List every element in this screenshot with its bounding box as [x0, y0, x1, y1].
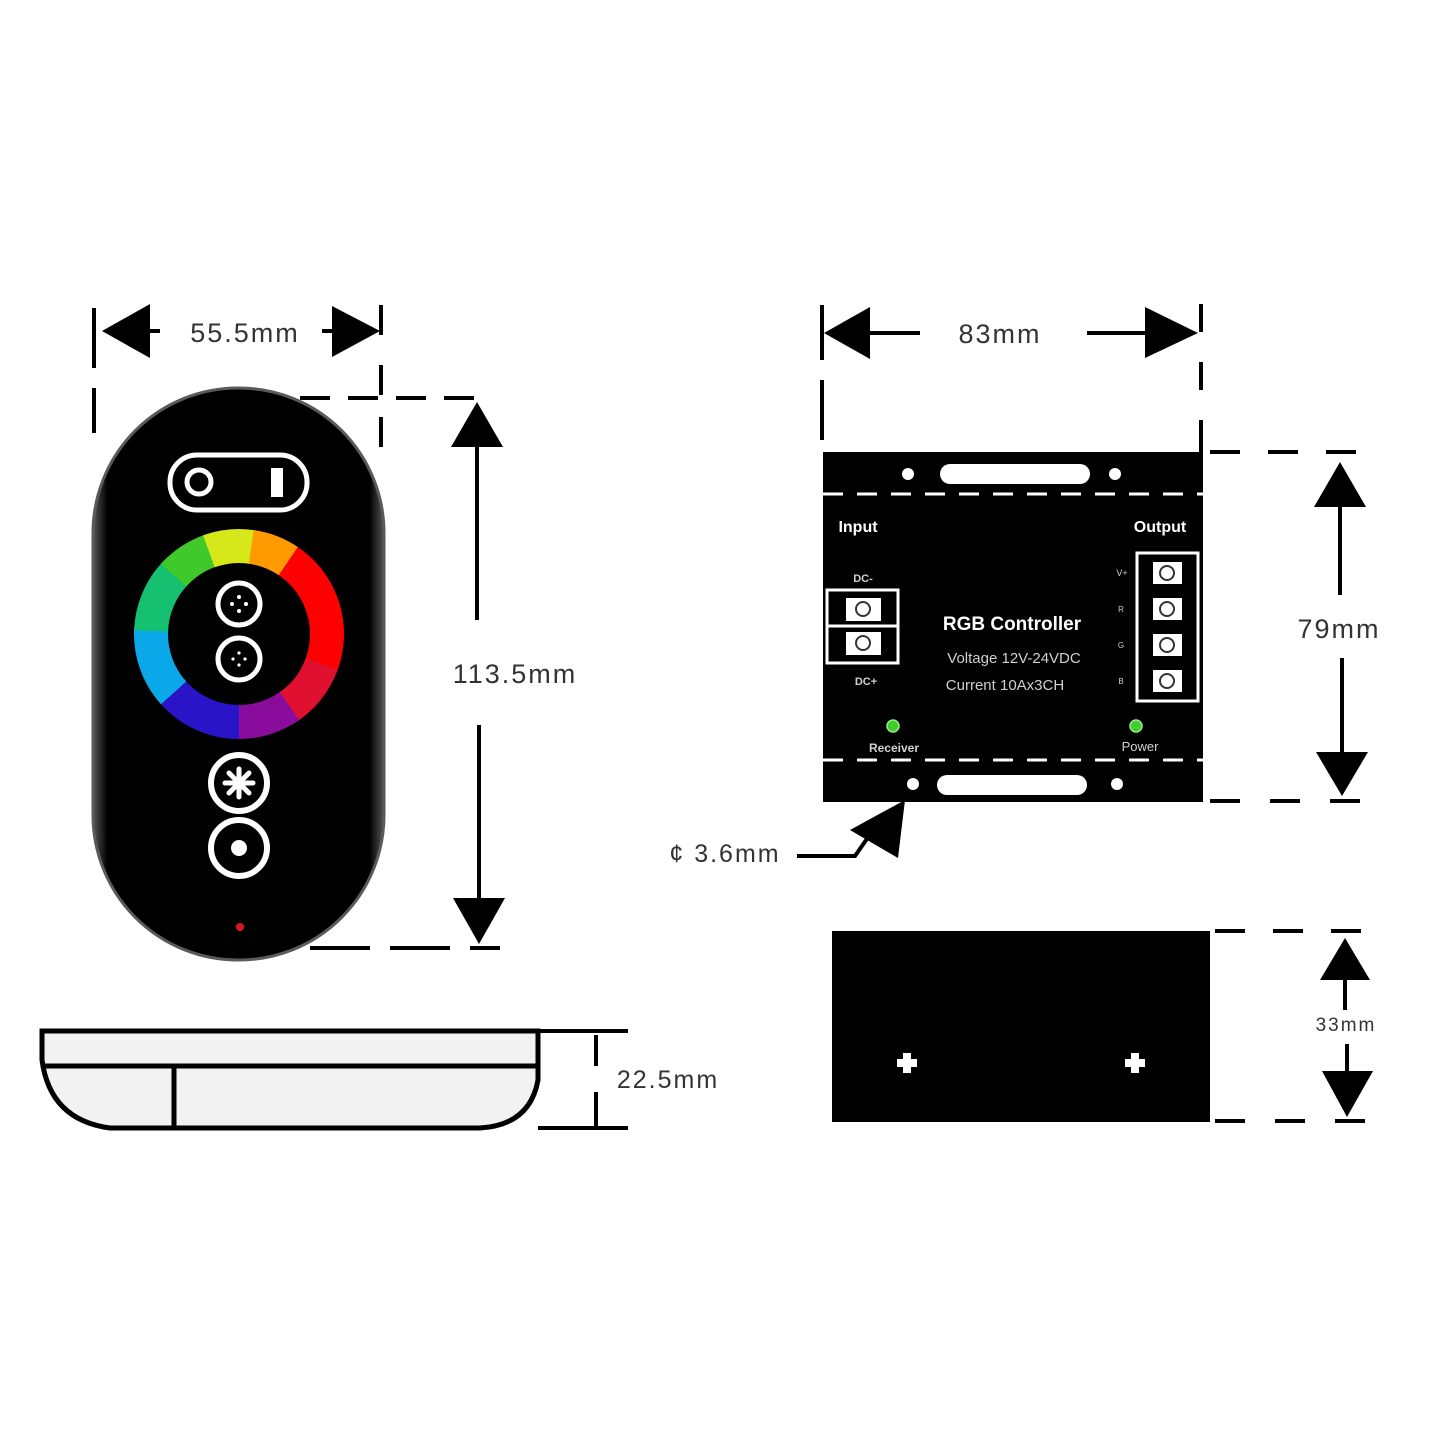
controller-top-view: 83mm 79mm Input Output DC- DC+ — [669, 304, 1380, 868]
speed-icon[interactable] — [208, 817, 270, 879]
brightness-up-icon[interactable] — [215, 580, 263, 628]
controller-height-label: 79mm — [1297, 614, 1380, 644]
remote-width-dimension — [92, 305, 383, 455]
dc-plus-label: DC+ — [855, 676, 877, 688]
controller-side-view: 33mm — [832, 929, 1385, 1123]
controller-width-label: 83mm — [958, 319, 1041, 349]
receiver-led — [886, 719, 900, 733]
brightness-down-icon[interactable] — [215, 635, 263, 683]
output-pin-vplus: V+ — [1116, 568, 1127, 578]
output-terminal-block — [1135, 551, 1200, 703]
output-pin-r: R — [1118, 605, 1124, 614]
output-pin-g: G — [1118, 641, 1124, 650]
power-switch-icon[interactable] — [167, 452, 310, 513]
current-spec: Current 10Ax3CH — [946, 677, 1064, 694]
remote-width-label: 55.5mm — [190, 318, 300, 348]
output-pin-b: B — [1118, 677, 1123, 686]
remote-height-dimension — [300, 396, 500, 950]
indicator-led — [236, 923, 244, 931]
mode-icon[interactable] — [208, 752, 270, 814]
receiver-label: Receiver — [869, 741, 919, 755]
dc-minus-label: DC- — [853, 573, 873, 585]
power-label: Power — [1122, 739, 1160, 754]
input-terminal-block — [825, 588, 900, 665]
input-label: Input — [838, 519, 878, 536]
remote-body — [91, 386, 386, 962]
remote-thickness-label: 22.5mm — [617, 1066, 719, 1094]
power-led — [1129, 719, 1143, 733]
remote-height-label: 113.5mm — [453, 659, 578, 689]
remote-front-view: 55.5mm 113.5mm — [91, 304, 578, 962]
voltage-spec: Voltage 12V-24VDC — [947, 650, 1081, 667]
output-label: Output — [1134, 519, 1187, 536]
mounting-hole-label: ¢ 3.6mm — [669, 840, 780, 868]
remote-side-view: 22.5mm — [39, 1028, 719, 1131]
controller-title: RGB Controller — [943, 614, 1082, 635]
controller-depth-label: 33mm — [1316, 1015, 1377, 1036]
color-wheel-icon[interactable] — [115, 510, 364, 759]
